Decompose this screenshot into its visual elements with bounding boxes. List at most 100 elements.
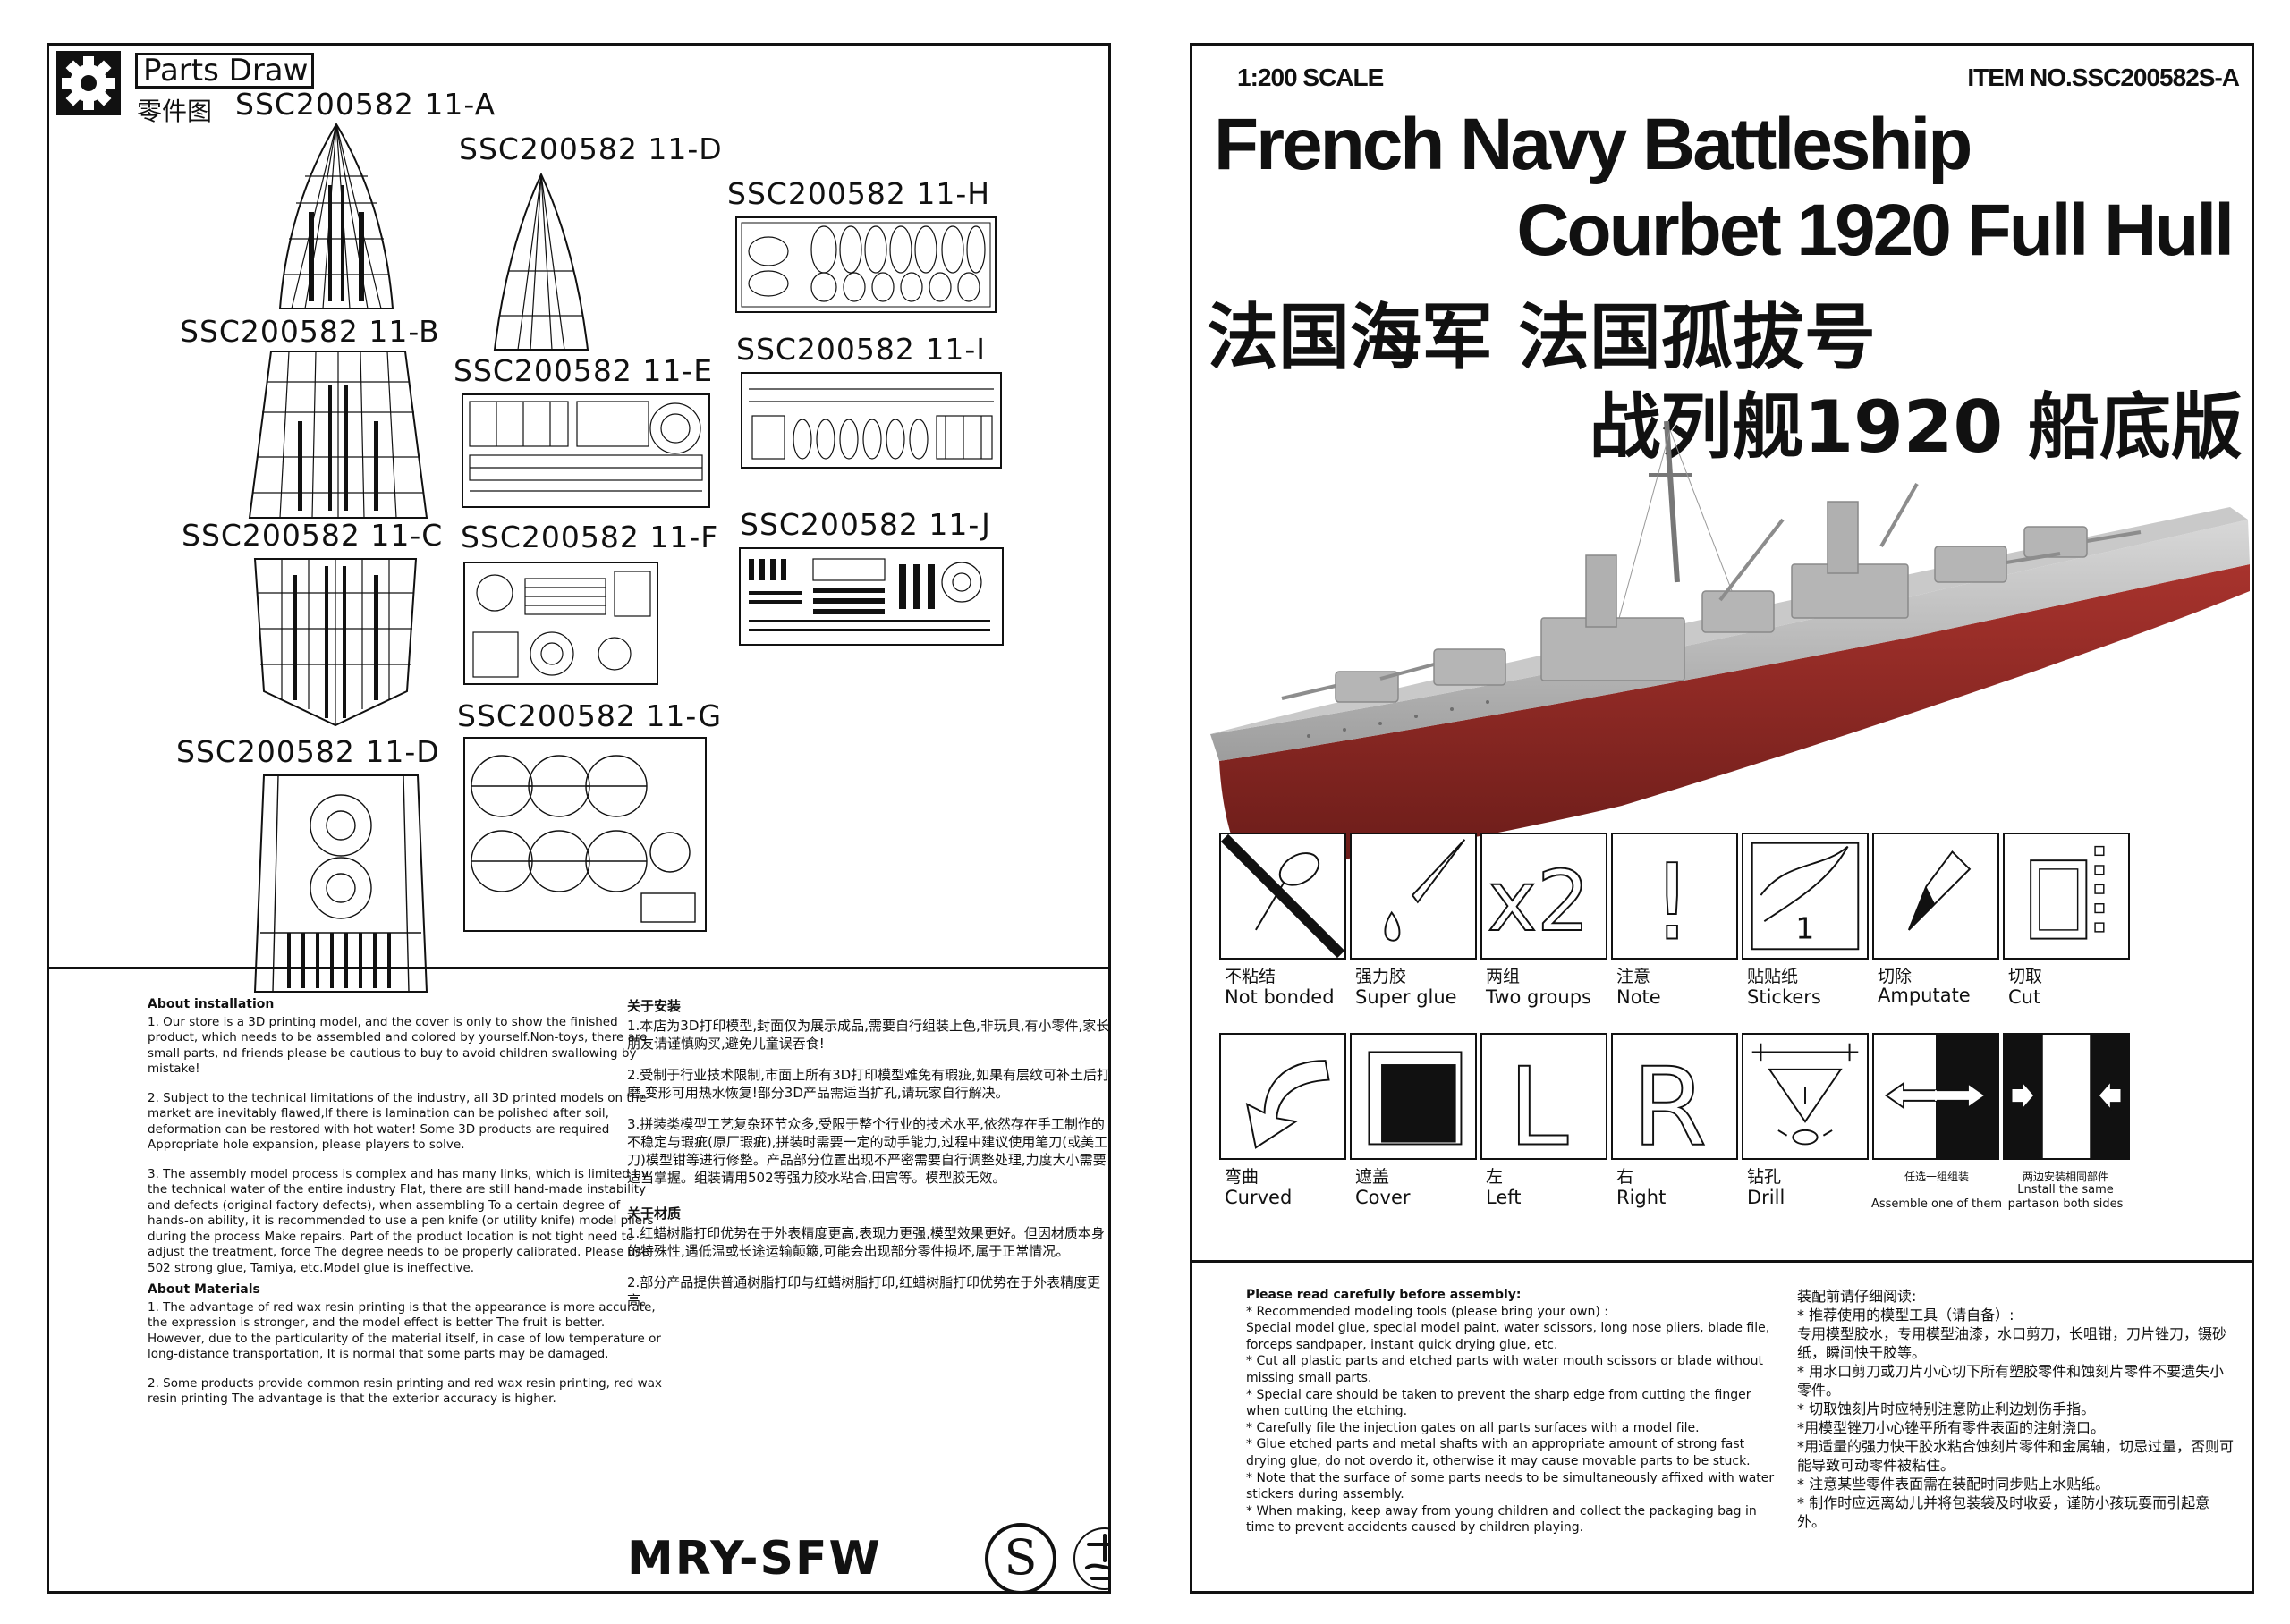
part-label-11h: SSC200582 11-H <box>727 176 991 211</box>
cut-label-en: Cut <box>2008 986 2041 1008</box>
part-label-11a: SSC200582 11-A <box>235 87 496 122</box>
drill-label-en: Drill <box>1747 1187 1785 1208</box>
part-drawing-11h <box>734 216 997 314</box>
brand-name: MRY-SFW <box>627 1532 882 1586</box>
part-drawing-11c <box>246 557 425 727</box>
part-label-11e: SSC200582 11-E <box>454 353 714 388</box>
materials-zh-item: 2.部分产品提供普通树脂打印与红蜡树脂打印,红蜡树脂打印优势在于外表精度更高。 <box>627 1274 1101 1308</box>
part-drawing-11d-bottom <box>251 772 430 995</box>
left-glyph: L <box>1508 1045 1568 1158</box>
installation-en-item: 3. The assembly model process is complex… <box>148 1166 654 1275</box>
right-glyph: R <box>1632 1045 1707 1158</box>
part-drawing-11g <box>462 736 708 933</box>
note-icon: ! <box>1611 833 1738 960</box>
cover-label-zh: 遮盖 <box>1355 1167 1390 1187</box>
assemble-one-label-zh: 任选一组组装 <box>1904 1171 1970 1183</box>
not-bonded-label-zh: 不粘结 <box>1225 967 1276 986</box>
cut-label-zh: 切取 <box>2008 967 2043 986</box>
stickers-icon: 1 <box>1742 833 1869 960</box>
part-label-11j: SSC200582 11-J <box>740 507 991 542</box>
title-zh-line1: 法国海军 法国孤拔号 <box>1207 296 1876 379</box>
cover-label-en: Cover <box>1355 1187 1411 1208</box>
materials-zh-heading: 关于材质 <box>627 1205 682 1222</box>
cut-icon <box>2003 833 2130 960</box>
right-icon: R <box>1611 1033 1738 1160</box>
installation-en-item: 2. Subject to the technical limitations … <box>148 1090 647 1153</box>
installation-zh-item: 3.拼装类模型工艺复杂环节众多,受限于整个行业的技术水平,依然存在手工制作的不稳… <box>627 1116 1108 1186</box>
left-divider <box>49 967 1108 969</box>
not-bonded-label-en: Not bonded <box>1225 986 1335 1008</box>
not-bonded-icon <box>1219 833 1346 960</box>
right-page-cover: 1:200 SCALE ITEM NO.SSC200582S-A French … <box>1190 43 2254 1594</box>
part-drawing-11i <box>740 371 1003 469</box>
note-label-en: Note <box>1616 986 1661 1008</box>
stickers-label-zh: 贴贴纸 <box>1747 967 1799 986</box>
part-label-11b: SSC200582 11-B <box>180 314 440 349</box>
instructions-zh-block: 装配前请仔细阅读: * 推荐使用的模型工具（请自备）: 专用模型胶水，专用模型油漆… <box>1797 1287 2235 1531</box>
part-drawing-11e <box>461 393 711 509</box>
materials-en-heading: About Materials <box>148 1282 260 1297</box>
gear-icon <box>56 51 121 115</box>
amputate-label-zh: 切除 <box>1878 967 1913 986</box>
drill-icon <box>1742 1033 1869 1160</box>
parts-draw-title: Parts Draw <box>135 53 314 89</box>
part-drawing-11d-top <box>486 173 597 351</box>
materials-zh-item: 1.红蜡树脂打印优势在于外表精度更高,表现力更强,模型效果更好。但因材质本身的特… <box>627 1225 1105 1259</box>
installation-en-block: About installation 1. Our store is a 3D … <box>148 997 665 1421</box>
super-glue-label-zh: 强力胶 <box>1355 967 1407 986</box>
instructions-en-block: Please read carefully before assembly: * … <box>1246 1287 1783 1536</box>
install-both-label-en1: Lnstall the same <box>2017 1183 2114 1197</box>
materials-en-item: 2. Some products provide common resin pr… <box>148 1375 662 1407</box>
battleship-illustration <box>1210 421 2250 868</box>
brand-logo: MRY-SFW S <box>627 1523 1108 1591</box>
left-icon: L <box>1480 1033 1607 1160</box>
assemble-one-label-en: Assemble one of them <box>1870 1197 2003 1211</box>
curved-label-en: Curved <box>1225 1187 1293 1208</box>
cover-icon <box>1350 1033 1477 1160</box>
part-label-11d-top: SSC200582 11-D <box>459 131 723 166</box>
super-glue-icon <box>1350 833 1477 960</box>
super-glue-label-en: Super glue <box>1355 986 1457 1008</box>
part-label-11g: SSC200582 11-G <box>457 698 723 733</box>
part-label-11d-bottom: SSC200582 11-D <box>176 734 440 769</box>
right-label-zh: 右 <box>1616 1167 1634 1187</box>
part-drawing-11a <box>269 123 403 310</box>
assemble-one-icon <box>1872 1033 1999 1160</box>
amputate-label-en: Amputate <box>1878 985 1971 1006</box>
two-groups-glyph: x2 <box>1488 853 1590 951</box>
materials-en-item: 1. The advantage of red wax resin printi… <box>148 1299 661 1362</box>
part-drawing-11b <box>244 350 432 520</box>
amputate-icon <box>1872 833 1999 960</box>
install-both-label-zh: 两边安装相同部件 <box>2022 1171 2109 1183</box>
brand-mark: S <box>985 1523 1056 1591</box>
curved-label-zh: 弯曲 <box>1225 1167 1260 1187</box>
part-label-11i: SSC200582 11-I <box>736 332 987 367</box>
instructions-en-text: * Recommended modeling tools (please bri… <box>1246 1304 1775 1535</box>
stickers-glyph: 1 <box>1795 911 1814 946</box>
part-drawing-11j <box>738 546 1005 647</box>
installation-en-item: 1. Our store is a 3D printing model, and… <box>148 1014 648 1077</box>
instructions-zh-text: * 推荐使用的模型工具（请自备）: 专用模型胶水，专用模型油漆，水口剪刀，长咀钳… <box>1797 1307 2235 1530</box>
right-label-en: Right <box>1616 1187 1667 1208</box>
left-label-en: Left <box>1486 1187 1522 1208</box>
parts-draw-header: Parts Draw 零件图 <box>51 47 337 126</box>
title-en-line1: French Navy Battleship <box>1214 104 1972 185</box>
part-label-11f: SSC200582 11-F <box>461 520 719 554</box>
brand-seal-icon <box>1073 1527 1108 1590</box>
installation-zh-block: 关于安装 1.本店为3D打印模型,封面仅为展示成品,需要自行组装上色,非玩具,有… <box>627 997 1110 1323</box>
install-both-icon <box>2003 1033 2130 1160</box>
title-en-line2: Courbet 1920 Full Hull <box>1516 190 2235 271</box>
curved-icon <box>1219 1033 1346 1160</box>
part-drawing-11f <box>462 561 659 686</box>
installation-zh-item: 1.本店为3D打印模型,封面仅为展示成品,需要自行组装上色,非玩具,有小零件,家… <box>627 1018 1110 1052</box>
instructions-en-heading: Please read carefully before assembly: <box>1246 1288 1522 1302</box>
drill-label-zh: 钻孔 <box>1747 1167 1782 1187</box>
instructions-zh-heading: 装配前请仔细阅读: <box>1797 1288 1917 1305</box>
installation-zh-item: 2.受制于行业技术限制,市面上所有3D打印模型难免有瑕疵,如果有层纹可补土后打磨… <box>627 1067 1110 1101</box>
two-groups-label-zh: 两组 <box>1486 967 1521 986</box>
note-label-zh: 注意 <box>1616 967 1651 986</box>
installation-en-heading: About installation <box>148 997 275 1011</box>
parts-draw-subtitle: 零件图 <box>137 97 213 126</box>
stickers-label-en: Stickers <box>1747 986 1821 1008</box>
install-both-label-en2: partason both sides <box>2007 1197 2124 1211</box>
